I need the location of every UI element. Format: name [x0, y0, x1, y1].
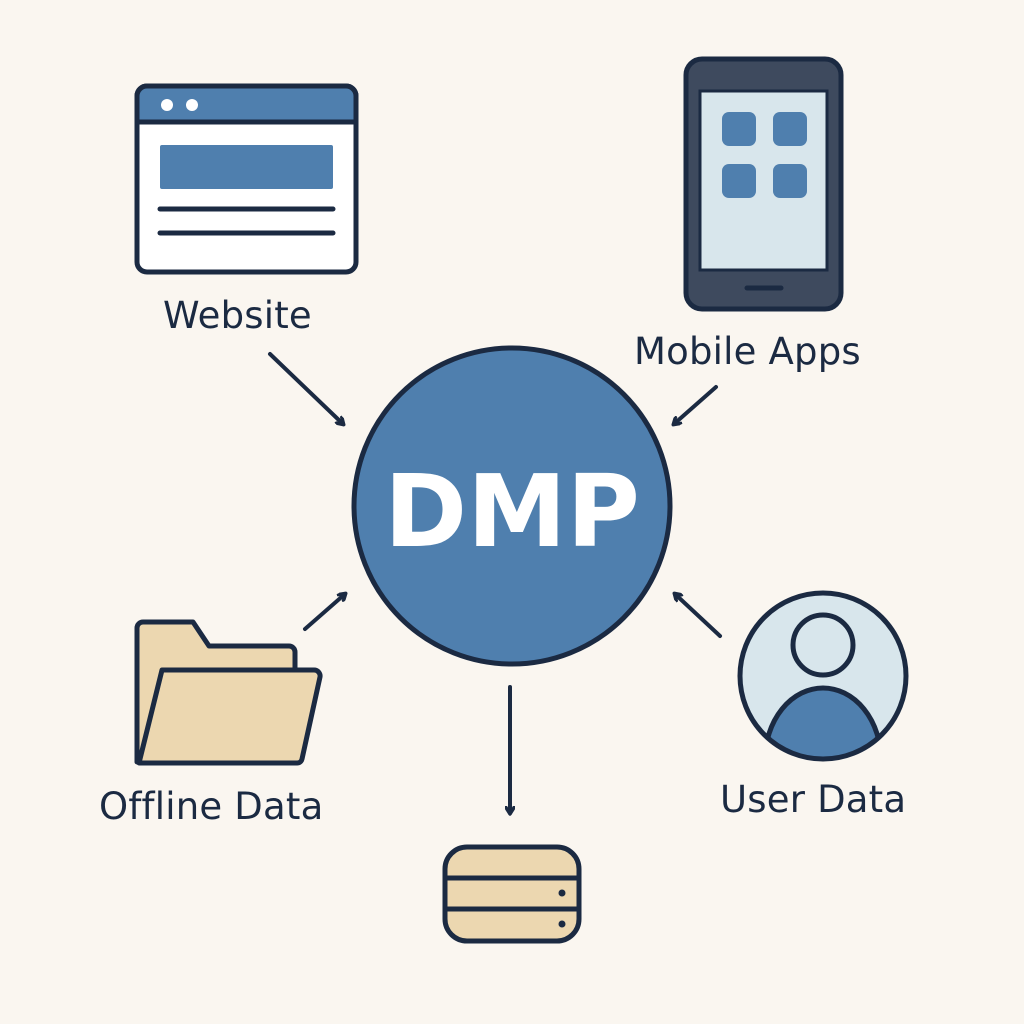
website-label: Website [163, 294, 312, 337]
mobile-apps-label: Mobile Apps [634, 330, 861, 373]
user-avatar-icon [737, 590, 909, 762]
dmp-hub-circle [351, 345, 673, 667]
database-icon [442, 844, 582, 944]
folder-icon [134, 619, 323, 766]
smartphone-icon [683, 56, 844, 312]
user-data-label: User Data [720, 778, 907, 821]
browser-window-icon [134, 83, 359, 275]
dmp-hub-label: DMP [384, 453, 640, 570]
arrow-mobile-to-dmp [674, 385, 718, 424]
offline-data-label: Offline Data [99, 785, 324, 828]
arrow-offline-to-dmp [303, 594, 345, 631]
arrow-website-to-dmp [268, 352, 343, 424]
arrow-user-to-dmp [675, 594, 722, 638]
